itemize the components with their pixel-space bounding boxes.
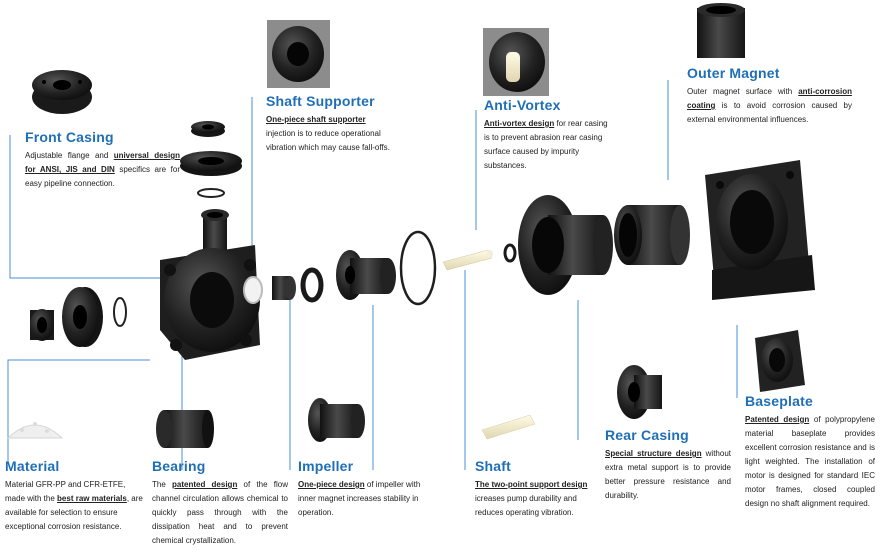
bearing-title: Bearing bbox=[152, 458, 206, 474]
material-callout: Material Material GFR-PP and CFR-ETFE, m… bbox=[5, 458, 147, 534]
anti-vortex-title: Anti-Vortex bbox=[484, 97, 561, 113]
front-casing-title: Front Casing bbox=[25, 129, 114, 145]
o-ring-icon bbox=[197, 188, 225, 198]
thrust-ring-icon bbox=[503, 243, 517, 263]
motor-bracket-icon bbox=[705, 160, 815, 300]
shaft-supporter-callout: Shaft Supporter One-piece shaft supporte… bbox=[266, 93, 396, 155]
front-flange-icon bbox=[32, 70, 92, 114]
shaft-supporter-thumb bbox=[267, 20, 330, 88]
shaft-icon bbox=[442, 249, 493, 271]
shaft-supporter-title: Shaft Supporter bbox=[266, 93, 375, 109]
thrust-ring-icon bbox=[300, 267, 324, 303]
magnet-icon bbox=[614, 205, 690, 265]
flange-disk-icon bbox=[62, 287, 103, 347]
rear-casing-thumb bbox=[617, 365, 662, 419]
outer-magnet-title: Outer Magnet bbox=[687, 65, 780, 81]
spacer-icon bbox=[272, 276, 296, 300]
flange-ring-icon bbox=[180, 151, 242, 176]
pump-casing-icon bbox=[160, 209, 260, 360]
impeller-title: Impeller bbox=[298, 458, 354, 474]
o-ring-icon bbox=[113, 297, 127, 327]
bearing-text: The patented design of the flow channel … bbox=[152, 480, 289, 545]
flange-insert-icon bbox=[30, 309, 54, 341]
baseplate-title: Baseplate bbox=[745, 393, 813, 409]
outer-magnet-text: Outer magnet surface with anti-corrosion… bbox=[687, 87, 852, 124]
baseplate-text: Patented design of polypropylene materia… bbox=[745, 415, 875, 508]
front-casing-text: Adjustable flange and universal design f… bbox=[25, 151, 180, 188]
shaft-text: The two-point support design icreases pu… bbox=[475, 480, 588, 517]
pellets-icon bbox=[6, 422, 64, 439]
o-ring-icon bbox=[399, 230, 437, 306]
impeller-thumb bbox=[308, 398, 365, 442]
small-flange-icon bbox=[191, 121, 225, 137]
rear-casing-callout: Rear Casing Special structure design wit… bbox=[605, 427, 731, 503]
baseplate-callout: Baseplate Patented design of polypropyle… bbox=[745, 393, 875, 511]
bushing-icon bbox=[243, 276, 263, 304]
impeller-icon bbox=[336, 250, 396, 300]
shaft-callout: Shaft The two-point support design icrea… bbox=[475, 458, 593, 520]
anti-vortex-text: Anti-vortex design for rear casing is to… bbox=[484, 119, 608, 170]
impeller-callout: Impeller One-piece design of impeller wi… bbox=[298, 458, 430, 520]
bearing-callout: Bearing The patented design of the flow … bbox=[152, 458, 288, 548]
rear-casing-title: Rear Casing bbox=[605, 427, 689, 443]
rear-casing-icon bbox=[518, 195, 613, 295]
material-title: Material bbox=[5, 458, 60, 474]
rear-casing-text: Special structure design without extra m… bbox=[605, 449, 731, 500]
material-text: Material GFR-PP and CFR-ETFE, made with … bbox=[5, 480, 143, 531]
shaft-thumb bbox=[481, 414, 536, 440]
baseplate-thumb bbox=[755, 330, 805, 392]
shaft-title: Shaft bbox=[475, 458, 511, 474]
shaft-supporter-text: One-piece shaft supporter injection is t… bbox=[266, 115, 390, 152]
bearing-icon bbox=[156, 410, 214, 448]
outer-magnet-callout: Outer Magnet Outer magnet surface with a… bbox=[687, 65, 852, 127]
anti-vortex-thumb bbox=[483, 28, 549, 96]
impeller-text: One-piece design of impeller with inner … bbox=[298, 480, 421, 517]
front-casing-callout: Front Casing Adjustable flange and unive… bbox=[25, 129, 180, 191]
anti-vortex-callout: Anti-Vortex Anti-vortex design for rear … bbox=[484, 97, 614, 173]
outer-magnet-thumb bbox=[697, 3, 745, 58]
